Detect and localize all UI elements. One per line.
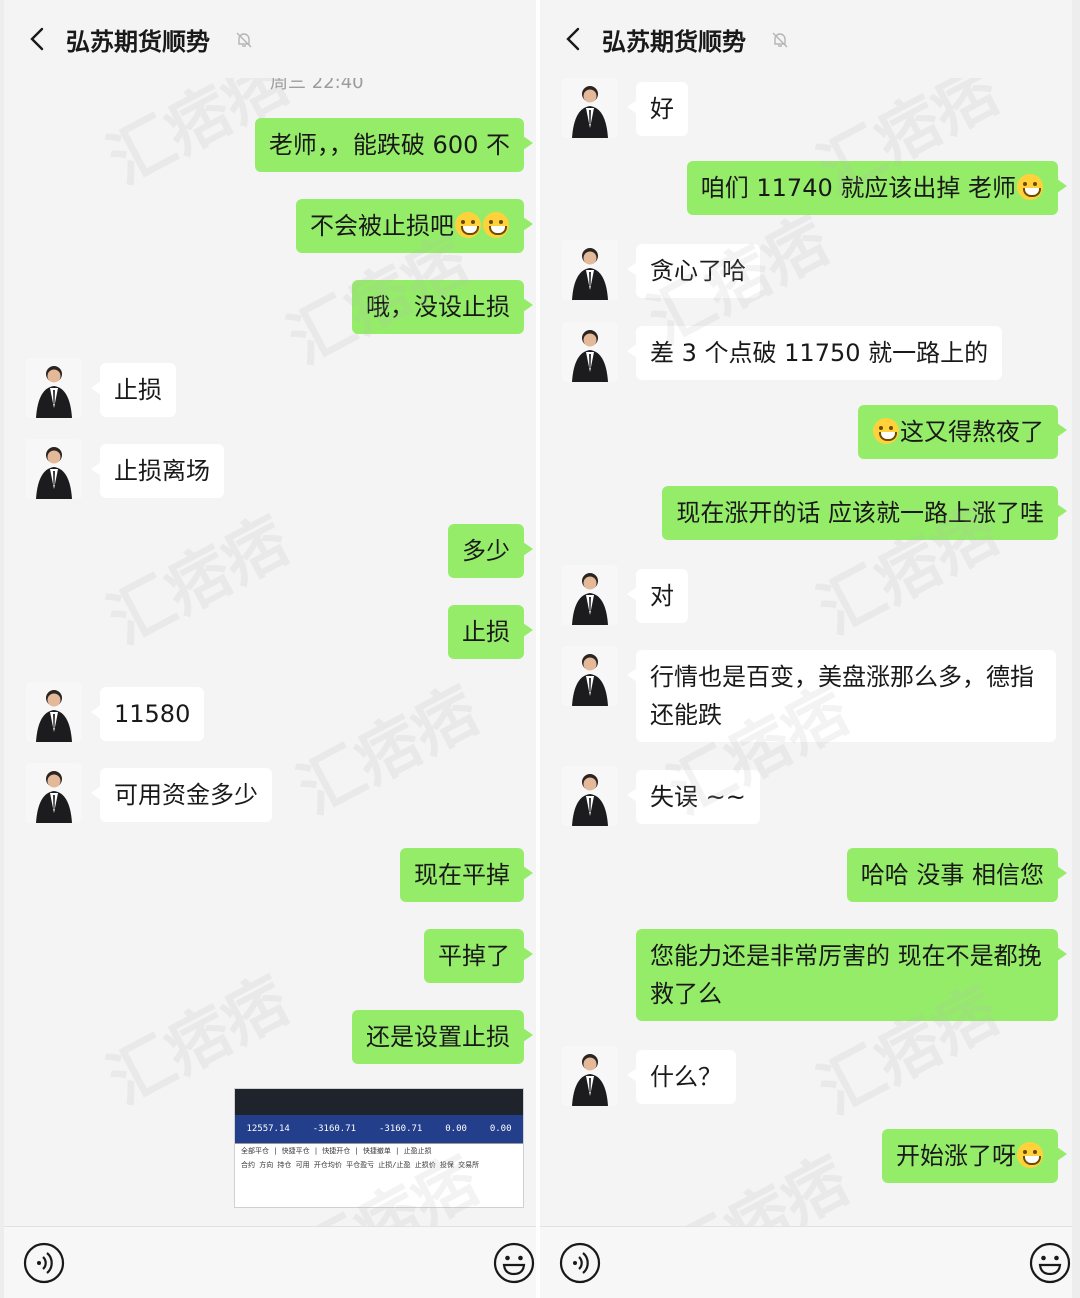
back-arrow-icon[interactable] [26,26,50,52]
avatar-person-icon [562,240,618,300]
back-arrow-icon[interactable] [562,26,586,52]
avatar[interactable] [26,439,82,499]
shared-screenshot-image[interactable]: 12557.14 -3160.71 -3160.71 0.00 0.00 全部平… [234,1088,524,1208]
message-bubble-outgoing[interactable]: 哦，没设止损 [352,280,533,334]
chat-title: 弘苏期货顺势 [602,28,746,56]
message-bubble-incoming[interactable]: 对 [627,569,688,623]
message-text: 咱们 11740 就应该出掉 老师 [700,174,1016,202]
message-bubble-outgoing[interactable]: 还是设置止损 [352,1010,533,1064]
mute-bell-icon [772,32,788,48]
avatar-person-icon [26,763,82,823]
message-text: 不会被止损吧 [310,212,454,240]
message-bubble-incoming[interactable]: 止损 [91,363,176,417]
message-bubble-outgoing[interactable]: 不会被止损吧 [296,199,533,253]
chat-title: 弘苏期货顺势 [66,28,210,56]
avatar-person-icon [26,358,82,418]
avatar[interactable] [26,763,82,823]
message-bubble-incoming[interactable]: 失误 ~~ [627,770,760,824]
avatar-person-icon [26,439,82,499]
message-bubble-outgoing[interactable]: 开始涨了呀 [882,1129,1067,1183]
avatar-person-icon [562,322,618,382]
avatar-person-icon [562,646,618,706]
cry-laugh-emoji-icon [483,212,509,238]
screenshot-value: -3160.71 [312,1124,357,1134]
message-bubble-incoming[interactable]: 止损离场 [91,444,224,498]
message-bubble-incoming[interactable]: 行情也是百变，美盘涨那么多，德指还能跌 [627,650,1056,742]
message-bubble-outgoing[interactable]: 多少 [448,524,533,578]
avatar[interactable] [26,358,82,418]
message-bubble-incoming[interactable]: 11580 [90,687,205,741]
message-bubble-outgoing[interactable]: 哈哈 没事 相信您 [846,848,1068,902]
avatar-person-icon [26,682,82,742]
grin-emoji-icon [873,418,899,444]
avatar-person-icon [562,1046,618,1106]
message-bubble-outgoing[interactable]: 止损 [448,605,533,659]
chat-input-bar [4,1226,536,1298]
avatar-person-icon [562,78,618,138]
message-text: 这又得熬夜了 [900,418,1044,446]
screenshot-value: 0.00 [489,1124,512,1134]
screenshot-value: 12557.14 [246,1124,290,1134]
screenshot-column-row: 合约 方向 持仓 可用 开仓均价 平仓盈亏 止损/止盈 止损价 投保 交易所 [241,1161,480,1169]
cry-laugh-emoji-icon [455,212,481,238]
message-text: 开始涨了呀 [896,1142,1016,1170]
chat-input-bar [540,1226,1072,1298]
message-bubble-incoming[interactable]: 差 3 个点破 11750 就一路上的 [626,326,1003,380]
avatar[interactable] [562,240,618,300]
message-bubble-outgoing[interactable]: 这又得熬夜了 [858,405,1067,459]
avatar[interactable] [562,565,618,625]
voice-icon[interactable] [558,1241,602,1285]
message-bubble-outgoing[interactable]: 平掉了 [424,929,533,983]
avatar[interactable] [562,78,618,138]
chat-panel-right: 弘苏期货顺势 好 咱们 11740 就应该出掉 老师 贪心了哈 差 3 个点破 … [540,0,1072,1298]
avatar-person-icon [562,565,618,625]
message-bubble-outgoing[interactable]: 老师，，能跌破 600 不 [254,118,534,172]
message-bubble-incoming[interactable]: 好 [627,82,688,136]
voice-icon[interactable] [22,1241,66,1285]
panel-divider [536,0,540,1298]
avatar[interactable] [562,766,618,826]
message-bubble-outgoing[interactable]: 现在涨开的话 应该就一路上涨了哇 [662,486,1067,540]
message-bubble-incoming[interactable]: 可用资金多少 [91,768,272,822]
screenshot-value: 0.00 [445,1124,467,1134]
screenshot-funds-bar: 12557.14 -3160.71 -3160.71 0.00 0.00 [235,1115,523,1143]
message-bubble-outgoing[interactable]: 咱们 11740 就应该出掉 老师 [686,161,1068,215]
grin-emoji-icon [1017,174,1043,200]
chat-header: 弘苏期货顺势 [4,0,536,78]
message-bubble-outgoing[interactable]: 您能力还是非常厉害的 现在不是都挽救了么 [636,929,1067,1021]
screenshot-table: 全部平仓 | 快捷平仓 | 快捷开仓 | 快捷撤单 | 止盈止损 合约 方向 持… [235,1143,523,1183]
chat-panel-left: 弘苏期货顺势 周三 22:40 老师，，能跌破 600 不 不会被止损吧 哦，没… [4,0,536,1298]
chat-header: 弘苏期货顺势 [540,0,1072,78]
avatar[interactable] [26,682,82,742]
grin-emoji-icon [1017,1142,1043,1168]
mute-bell-icon [236,32,252,48]
avatar[interactable] [562,646,618,706]
screenshot-button-row: 全部平仓 | 快捷平仓 | 快捷开仓 | 快捷撤单 | 止盈止损 [241,1147,432,1155]
message-bubble-incoming[interactable]: 贪心了哈 [627,244,760,298]
screenshot-chart-strip [235,1089,523,1115]
screenshot-value: -3160.71 [378,1124,423,1134]
emoji-icon[interactable] [1028,1241,1072,1285]
emoji-icon[interactable] [492,1241,536,1285]
avatar[interactable] [562,322,618,382]
message-bubble-incoming[interactable]: 什么？ [627,1050,736,1104]
message-bubble-outgoing[interactable]: 现在平掉 [400,848,533,902]
avatar-person-icon [562,766,618,826]
avatar[interactable] [562,1046,618,1106]
